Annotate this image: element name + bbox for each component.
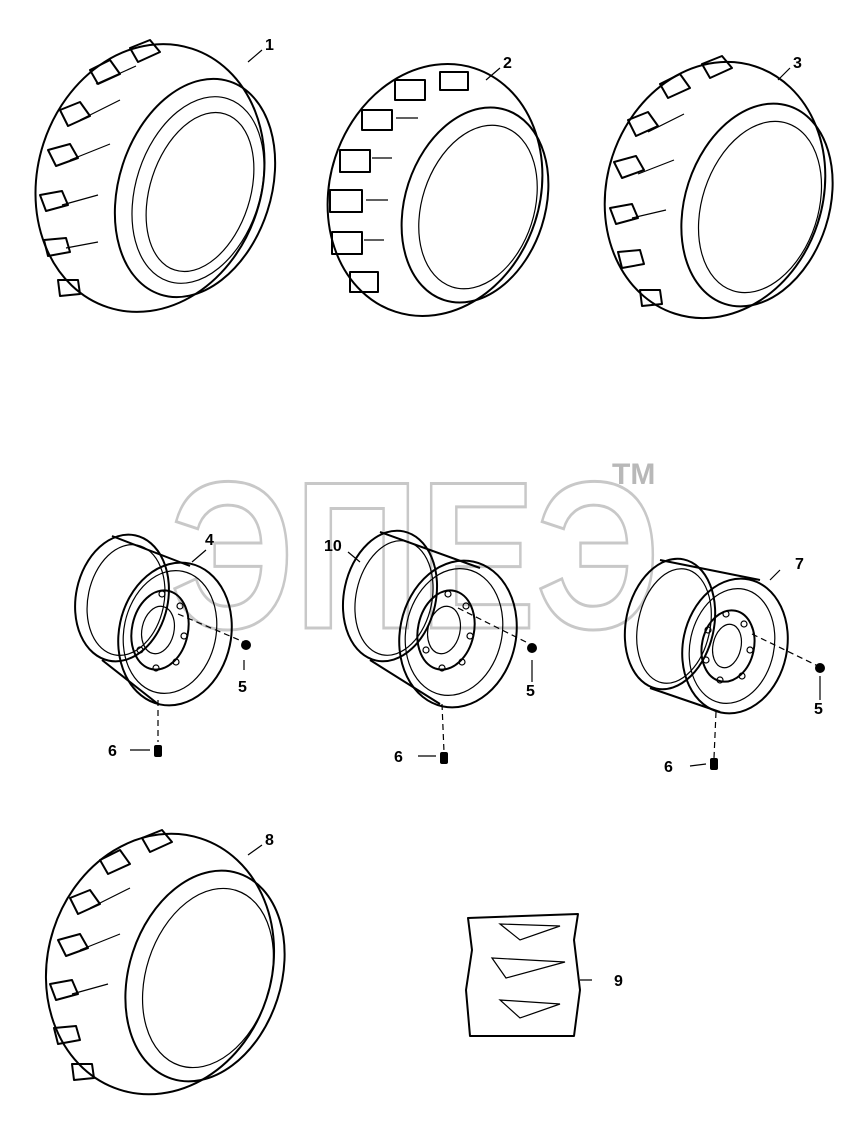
- fasteners: [154, 607, 825, 770]
- callout-9: 9: [614, 973, 623, 990]
- tread-9: [465, 913, 581, 1037]
- watermark: ЭПЕЭ TM: [169, 437, 662, 675]
- tire-2: [326, 63, 550, 317]
- tire-8: [44, 829, 286, 1096]
- rim-10: [341, 529, 518, 709]
- callout-8: 8: [265, 832, 274, 849]
- callout-7: 7: [795, 556, 804, 573]
- callout-5-left: 5: [238, 679, 247, 696]
- bolt-icon: [154, 745, 162, 757]
- rim-7: [623, 557, 789, 715]
- tire-3: [603, 55, 834, 320]
- nut-icon: [241, 640, 251, 650]
- callout-6-right: 6: [664, 759, 673, 776]
- callout-6-left: 6: [108, 743, 117, 760]
- callout-3: 3: [793, 55, 802, 72]
- callout-4: 4: [205, 532, 214, 549]
- nut-icon: [815, 663, 825, 673]
- watermark-trademark: TM: [612, 458, 655, 491]
- bolt-icon: [440, 752, 448, 764]
- callout-2: 2: [503, 55, 512, 72]
- rim-4: [74, 533, 233, 707]
- callout-6-middle: 6: [394, 749, 403, 766]
- watermark-text: ЭПЕЭ: [170, 438, 660, 673]
- callout-10: 10: [324, 538, 342, 555]
- callout-1: 1: [265, 37, 274, 54]
- bolt-icon: [710, 758, 718, 770]
- tire-1: [34, 39, 277, 313]
- nut-icon: [527, 643, 537, 653]
- callout-5-middle: 5: [526, 683, 535, 700]
- callout-5-right: 5: [814, 701, 823, 718]
